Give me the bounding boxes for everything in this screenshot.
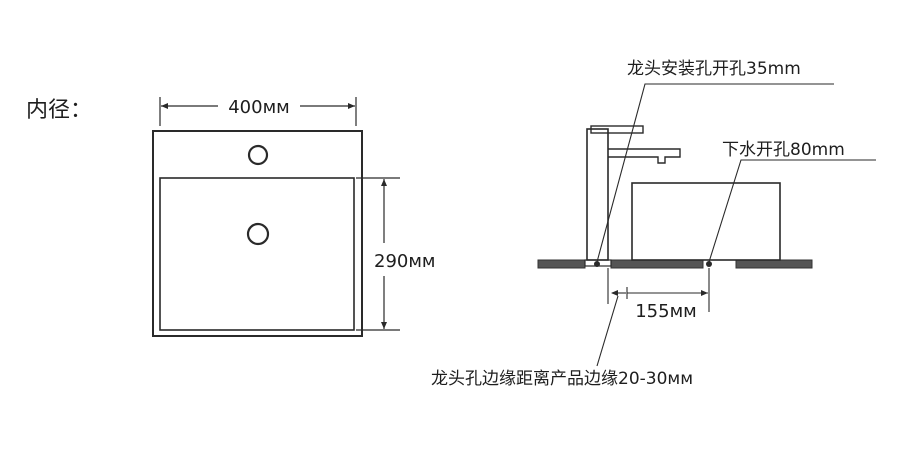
faucet-hole-marker [594, 261, 600, 267]
faucet-hole-leader-line [596, 83, 834, 263]
inner-size-heading: 内径： [26, 98, 92, 123]
countertop-left-segment [537, 259, 586, 269]
basin-outer-outline [152, 130, 363, 337]
basin-side-body [631, 182, 781, 261]
edge-distance-label: 龙头孔边缘距离产品边缘20-30мм [431, 369, 693, 389]
edge-distance-leader-line [596, 295, 619, 367]
faucet-handle [590, 125, 644, 134]
faucet-hole-size-label: 龙头安装孔开孔35mm [627, 59, 801, 79]
faucet-body [586, 128, 609, 261]
basin-inner-bowl [159, 177, 355, 331]
drain-hole-marker [706, 261, 712, 267]
drain-hole-circle [246, 222, 270, 246]
side-view: 龙头安装孔开孔35mm 下水开孔80mm 155мм 龙头孔边缘距离产品边缘20… [431, 59, 876, 389]
faucet-hole-circle [247, 144, 269, 166]
drain-hole-leader-line [708, 159, 876, 263]
hole-spacing-label: 155мм [635, 301, 697, 322]
countertop-middle-segment [610, 259, 704, 269]
depth-dimension-label: 290мм [374, 251, 436, 272]
faucet-spout [608, 148, 681, 164]
width-dimension-label: 400мм [228, 97, 290, 118]
drain-hole-size-label: 下水开孔80mm [722, 140, 845, 160]
top-view: 内径： 400мм 290мм [26, 97, 436, 337]
countertop-right-segment [735, 259, 813, 269]
